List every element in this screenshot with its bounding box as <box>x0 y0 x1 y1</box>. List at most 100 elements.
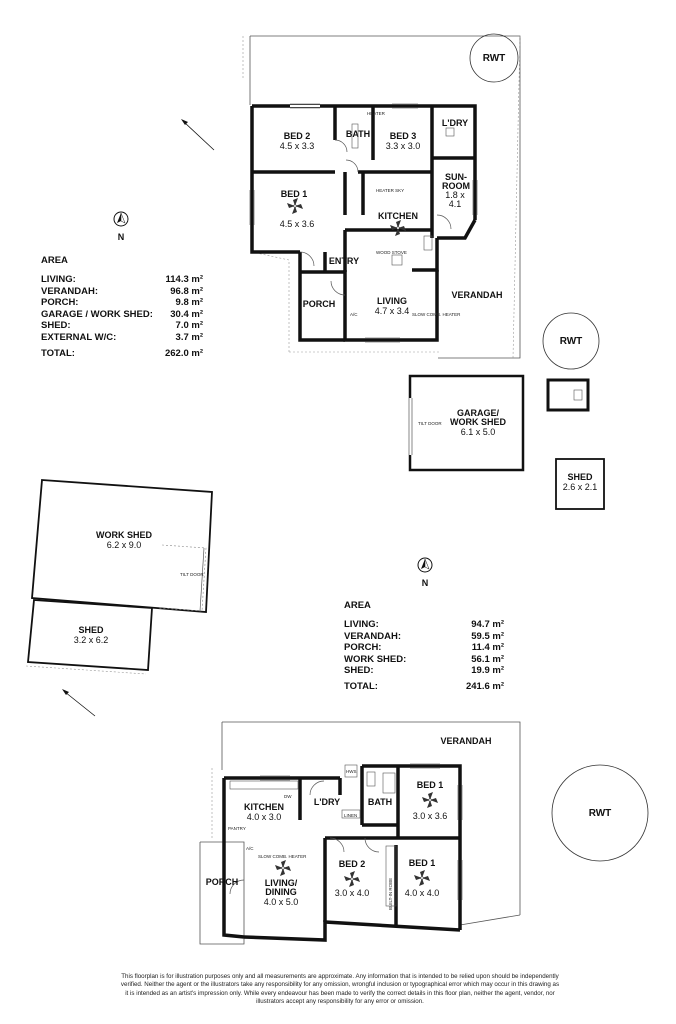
area-row-value: 114.3 m² <box>165 274 204 285</box>
bath3-label: BATH <box>368 797 392 807</box>
area-table-1-title: AREA <box>41 255 68 266</box>
area-row-label: VERANDAH: <box>41 285 98 297</box>
room-porch-label: PORCH <box>303 299 336 309</box>
area-row-value: 56.1 m² <box>471 653 504 665</box>
area-row-label: SHED: <box>41 320 71 332</box>
area-row: VERANDAH: 96.8 m² <box>41 286 203 298</box>
shed2-outline <box>27 599 153 671</box>
house-walls <box>250 104 477 342</box>
area-row: WORK SHED: 56.1 m² <box>344 654 504 666</box>
bed2-3-dim: 3.0 x 4.0 <box>335 888 370 898</box>
area-row-label: GARAGE / WORK SHED: <box>41 308 153 320</box>
room-sunroom-label-1: SUN- <box>445 172 467 182</box>
area-row-value: 9.8 m² <box>175 297 203 309</box>
hws-label: HWS <box>346 769 357 774</box>
heater-sky-label: HEATER SKY <box>376 188 404 193</box>
area-row: GARAGE / WORK SHED: 30.4 m² <box>41 309 203 321</box>
north-label-2: N <box>422 578 429 588</box>
room-sunroom-dim-2: 4.1 <box>449 199 462 209</box>
room-kitchen-label: KITCHEN <box>378 211 418 221</box>
bed1b-label: BED 1 <box>409 858 436 868</box>
rwt-label-2: RWT <box>560 336 583 347</box>
area-total-label: TOTAL: <box>41 347 75 359</box>
area-row-label: EXTERNAL W/C: <box>41 331 117 343</box>
area-row: LIVING:94.7 m² <box>344 619 504 631</box>
verandah-outline <box>250 35 521 359</box>
bed2-3-label: BED 2 <box>339 859 366 869</box>
room-bed1-label: BED 1 <box>281 189 308 199</box>
room-sunroom-dim-1: 1.8 x <box>445 190 465 200</box>
area-row: PORCH:11.4 m² <box>344 642 504 654</box>
disclaimer-text: This floorplan is for illustration purpo… <box>120 973 560 1005</box>
living3-label-1: LIVING/ <box>265 878 298 888</box>
area-table-1: AREA LIVING: 114.3 m² VERANDAH: 96.8 m² PO… <box>41 255 203 359</box>
area-row-label: LIVING: <box>41 274 76 285</box>
area-row-label: SHED: <box>344 665 374 677</box>
area-row-value: 96.8 m² <box>170 285 203 297</box>
room-bed3-label: BED 3 <box>390 131 417 141</box>
rwt-label-1: RWT <box>483 53 506 64</box>
shed-label: SHED <box>567 472 593 482</box>
area-total-value: 262.0 m² <box>164 347 203 359</box>
room-living-label: LIVING <box>377 296 407 306</box>
robe3-label: BUILT-IN ROBE <box>388 878 393 910</box>
room-verandah-label: VERANDAH <box>451 290 502 300</box>
room-entry-label: ENTRY <box>329 256 359 266</box>
ac3-label: A/C <box>246 846 254 851</box>
room-bed2-dim: 4.5 x 3.3 <box>280 141 315 151</box>
garage-label-1: GARAGE/ <box>457 408 500 418</box>
room-sunroom-label-2: ROOM <box>442 181 470 191</box>
dw-label: DW <box>284 794 292 799</box>
workshed-dim: 6.2 x 9.0 <box>107 540 142 550</box>
area-total-row: TOTAL: 262.0 m² <box>41 348 203 360</box>
living3-label-2: DINING <box>265 887 297 897</box>
house3-walls <box>222 764 462 942</box>
garage-dim: 6.1 x 5.0 <box>461 427 496 437</box>
tilt-door-label-1: TILT DOOR <box>418 421 442 426</box>
area-row-label: PORCH: <box>344 642 382 654</box>
shed-dim: 2.6 x 2.1 <box>563 482 598 492</box>
area-row-label: PORCH: <box>41 297 79 309</box>
workshed-tilt-label: TILT DOOR <box>180 572 204 577</box>
room-bed3-dim: 3.3 x 3.0 <box>386 141 421 151</box>
north-label-1: N <box>118 232 125 242</box>
area-row: SHED: 7.0 m² <box>41 320 203 332</box>
room-bed1-dim: 4.5 x 3.6 <box>280 219 315 229</box>
area-row: PORCH: 9.8 m² <box>41 297 203 309</box>
workshed-label: WORK SHED <box>96 530 153 540</box>
pantry-label: PANTRY <box>228 826 246 831</box>
room-ldry-label: L'DRY <box>442 118 468 128</box>
area-table-2: AREA LIVING:94.7 m² VERANDAH:59.5 m² POR… <box>344 600 504 693</box>
slow-comb-label: SLOW COMB. HEATER <box>412 312 461 317</box>
area-row-label: LIVING: <box>344 619 379 630</box>
shed2-label: SHED <box>78 625 104 635</box>
plan-2-workshed: WORK SHED 6.2 x 9.0 TILT DOOR SHED 3.2 x… <box>25 479 433 717</box>
living3-dim: 4.0 x 5.0 <box>264 897 299 907</box>
garage-label-2: WORK SHED <box>450 417 507 427</box>
area-row: EXTERNAL W/C: 3.7 m² <box>41 332 203 344</box>
area-row-value: 19.9 m² <box>471 665 504 677</box>
kitchen3-label: KITCHEN <box>244 802 284 812</box>
area-row-label: VERANDAH: <box>344 630 401 642</box>
area-row-value: 3.7 m² <box>175 331 203 343</box>
linen-label: LINEN <box>344 813 357 818</box>
kitchen3-dim: 4.0 x 3.0 <box>247 812 282 822</box>
bed1a-dim: 3.0 x 3.6 <box>413 811 448 821</box>
room-bed2-label: BED 2 <box>284 131 311 141</box>
external-wc <box>546 378 590 412</box>
ldry3-label: L'DRY <box>314 797 340 807</box>
area-row-label: WORK SHED: <box>344 653 407 665</box>
bed1a-label: BED 1 <box>417 780 444 790</box>
slow3-label: SLOW COMB. HEATER <box>258 854 307 859</box>
room-living-dim: 4.7 x 3.4 <box>375 306 410 316</box>
area-total-label: TOTAL: <box>344 680 378 692</box>
ac-label: A/C <box>350 312 358 317</box>
area-row-value: 7.0 m² <box>175 320 203 332</box>
area-row-value: 30.4 m² <box>170 308 203 320</box>
workshed-outline <box>31 479 213 613</box>
bed1b-dim: 4.0 x 4.0 <box>405 888 440 898</box>
shed2-dim: 3.2 x 6.2 <box>74 635 109 645</box>
rwt-label-3: RWT <box>589 808 612 819</box>
area-row: LIVING: 114.3 m² <box>41 274 203 286</box>
